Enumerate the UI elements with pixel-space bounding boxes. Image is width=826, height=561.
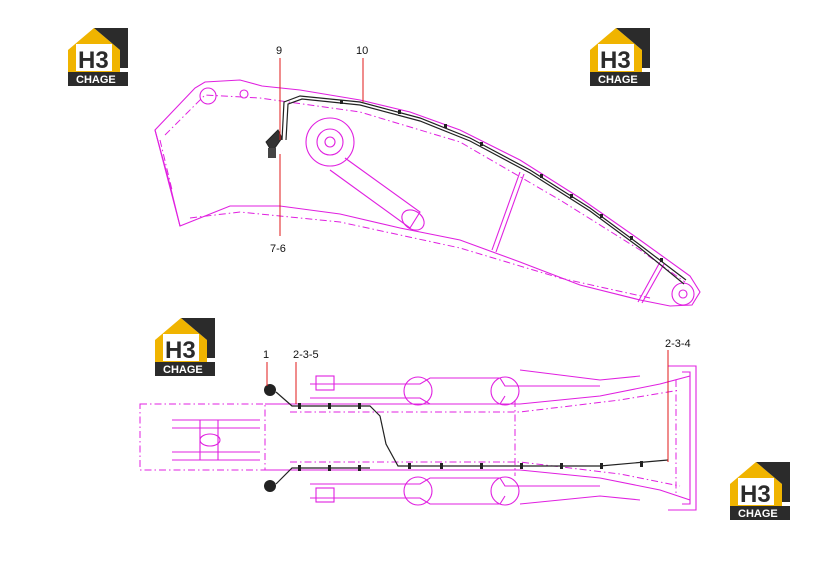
callout-2-3-5: 2-3-5 xyxy=(293,349,319,361)
boom-plan-view xyxy=(139,365,697,511)
top-hose-routing xyxy=(265,95,687,285)
svg-text:CHAGE: CHAGE xyxy=(163,364,203,376)
watermark-logo-top-left: H3 CHAGE xyxy=(68,28,128,86)
callout-9: 9 xyxy=(276,45,282,57)
svg-text:H3: H3 xyxy=(165,337,196,364)
callout-7-6: 7-6 xyxy=(270,243,286,255)
svg-text:H3: H3 xyxy=(78,47,109,74)
svg-text:H3: H3 xyxy=(740,481,771,508)
boom-side-view xyxy=(154,79,701,307)
bottom-hose-routing xyxy=(264,384,669,492)
watermark-logo-middle-left: H3 CHAGE xyxy=(155,318,215,376)
callout-2-3-4: 2-3-4 xyxy=(665,338,691,350)
watermark-logo-bottom-right: H3 CHAGE xyxy=(730,462,790,520)
svg-text:CHAGE: CHAGE xyxy=(598,74,638,86)
svg-text:CHAGE: CHAGE xyxy=(738,508,778,520)
watermark-logo-top-right: H3 CHAGE xyxy=(590,28,650,86)
svg-text:CHAGE: CHAGE xyxy=(76,74,116,86)
callout-10: 10 xyxy=(356,45,368,57)
callout-1: 1 xyxy=(263,349,269,361)
svg-text:H3: H3 xyxy=(600,47,631,74)
